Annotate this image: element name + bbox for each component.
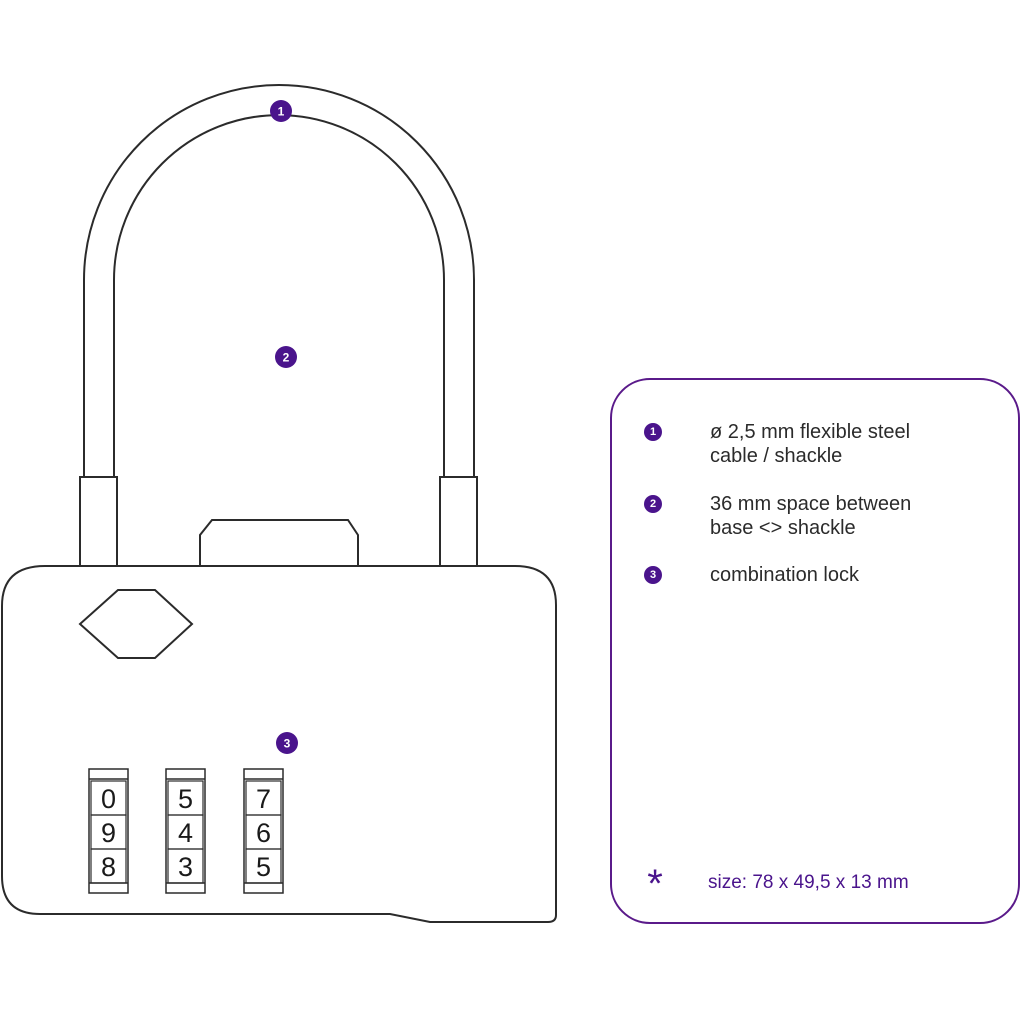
shackle-collar-right	[439, 476, 478, 568]
marker-1-label: 1	[278, 105, 285, 119]
shackle-outer	[83, 84, 475, 480]
dial-3-digit-top: 7	[256, 784, 271, 814]
legend-text-3: combination lock	[710, 564, 859, 586]
asterisk-icon: *	[647, 862, 663, 906]
dial-3-digit-middle: 6	[256, 818, 271, 848]
marker-3: 3	[276, 732, 298, 754]
legend-item-3: 3 combination lock	[644, 563, 970, 587]
legend-badge-1: 1	[644, 423, 662, 441]
dial-3-digit-bottom: 5	[256, 852, 271, 882]
marker-2-label: 2	[283, 351, 290, 365]
dial-2-digit-middle: 4	[178, 818, 193, 848]
legend-badge-3: 3	[644, 566, 662, 584]
dial-1-digit-top: 0	[101, 784, 116, 814]
marker-3-label: 3	[284, 737, 291, 751]
legend-item-2: 2 36 mm space between base <> shackle	[644, 492, 970, 540]
dial-2[interactable]: 5 4 3	[165, 768, 206, 894]
legend-panel: 1 ø 2,5 mm flexible steel cable / shackl…	[610, 378, 1020, 924]
dial-1-digit-bottom: 8	[101, 852, 116, 882]
dial-1[interactable]: 0 9 8	[88, 768, 129, 894]
marker-1: 1	[270, 100, 292, 122]
size-spec: size: 78 x 49,5 x 13 mm	[708, 872, 909, 893]
hexagon-emblem	[78, 589, 194, 659]
dial-1-digit-middle: 9	[101, 818, 116, 848]
legend-badge-2: 2	[644, 495, 662, 513]
release-button	[199, 519, 359, 567]
dial-2-digit-bottom: 3	[178, 852, 193, 882]
legend-text-1: ø 2,5 mm flexible steel cable / shackle	[710, 421, 911, 467]
marker-2: 2	[275, 346, 297, 368]
dial-3[interactable]: 7 6 5	[243, 768, 284, 894]
shackle-inner	[113, 114, 445, 480]
legend-text-2: 36 mm space between base <> shackle	[710, 493, 912, 539]
shackle-collar-left	[79, 476, 118, 568]
dial-2-digit-top: 5	[178, 784, 193, 814]
legend-item-1: 1 ø 2,5 mm flexible steel cable / shackl…	[644, 420, 970, 468]
